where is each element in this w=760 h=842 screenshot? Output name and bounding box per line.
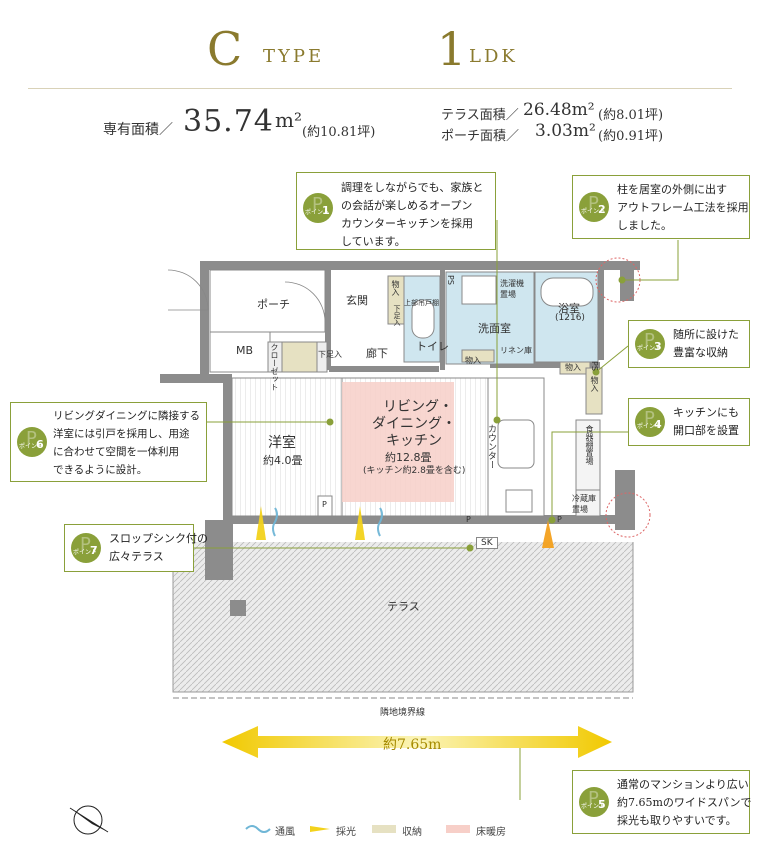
room-toilet: トイレ (416, 340, 449, 353)
room-slop-sink: SK (476, 537, 498, 549)
room-bath-size: (1216) (555, 313, 585, 323)
legend-floor-heating: 床暖房 (476, 827, 506, 838)
room-storage-4: 物入 (590, 376, 599, 392)
room-linen: リネン庫 (500, 346, 532, 355)
room-shoe-storage: 下足入 (318, 350, 342, 359)
room-ldk-line2: ダイニング・ (372, 416, 456, 432)
room-porch: ポーチ (257, 298, 290, 311)
room-shoe-2: 下足入 (393, 305, 401, 326)
exclusive-area-value: 35.74 (183, 104, 274, 139)
room-storage-3: 物入 (565, 363, 581, 372)
room-bath: 浴室 (558, 302, 580, 315)
room-storage-2: 物入 (465, 356, 481, 365)
type-letter: C (207, 22, 243, 76)
boundary-line-label: 隣地境界線 (380, 708, 426, 718)
room-p-3: P (557, 515, 562, 524)
room-ldk-line1: リビング・ (383, 399, 453, 415)
room-storage-1: 物入 (391, 280, 400, 296)
room-p-2: P (466, 515, 471, 524)
span-label: 約7.65m (383, 737, 442, 753)
room-pantry: 食器棚置場 (585, 425, 594, 465)
room-terrace: テラス (387, 600, 420, 613)
span-arrow (222, 726, 612, 758)
room-fridge: 冷蔵庫置場 (572, 494, 596, 514)
porch-area-tsubo: (約0.91坪) (598, 129, 664, 144)
room-ldk-size: 約12.8畳 (385, 451, 432, 464)
terrace-area-label: テラス面積／ (441, 108, 519, 123)
room-p-1: P (322, 500, 327, 509)
exclusive-area-label: 専有面積／ (103, 122, 173, 138)
room-ps-1: PS (446, 275, 455, 285)
porch-area-label: ポーチ面積／ (441, 129, 520, 144)
room-ldk-note: (キッチン約2.8畳を含む) (363, 466, 466, 476)
exclusive-area-unit: m² (275, 108, 302, 132)
legend-ventilation: 通風 (275, 827, 295, 838)
layout-number: 1 (437, 22, 467, 76)
room-western-size: 約4.0畳 (263, 454, 303, 467)
room-ldk-line3: キッチン (386, 433, 442, 449)
room-closet: クローゼット (270, 343, 279, 391)
compass-icon (69, 805, 109, 835)
legend-daylight: 採光 (336, 827, 356, 838)
terrace-area-value: 26.48m² (523, 100, 595, 120)
room-washer: 洗濯機置場 (500, 279, 524, 299)
layout-word: LDK (469, 46, 518, 67)
porch-area-value: 3.03m² (535, 121, 596, 141)
room-entrance: 玄関 (346, 294, 368, 307)
legend-storage: 収納 (402, 827, 422, 838)
room-hall: 廊下 (366, 347, 388, 360)
floor-heating-zone (342, 382, 454, 502)
room-ps-2: PS (590, 361, 599, 371)
room-counter: カウンター (486, 424, 496, 469)
room-mb: MB (236, 344, 254, 357)
header-divider (28, 88, 732, 89)
exclusive-area-tsubo: (約10.81坪) (302, 125, 376, 140)
terrace-area-tsubo: (約8.01坪) (598, 108, 664, 123)
room-upper-cabinet: 上部吊戸棚 (404, 299, 439, 307)
room-washroom: 洗面室 (478, 322, 511, 335)
room-western: 洋室 (268, 435, 296, 451)
type-word: TYPE (263, 46, 325, 67)
